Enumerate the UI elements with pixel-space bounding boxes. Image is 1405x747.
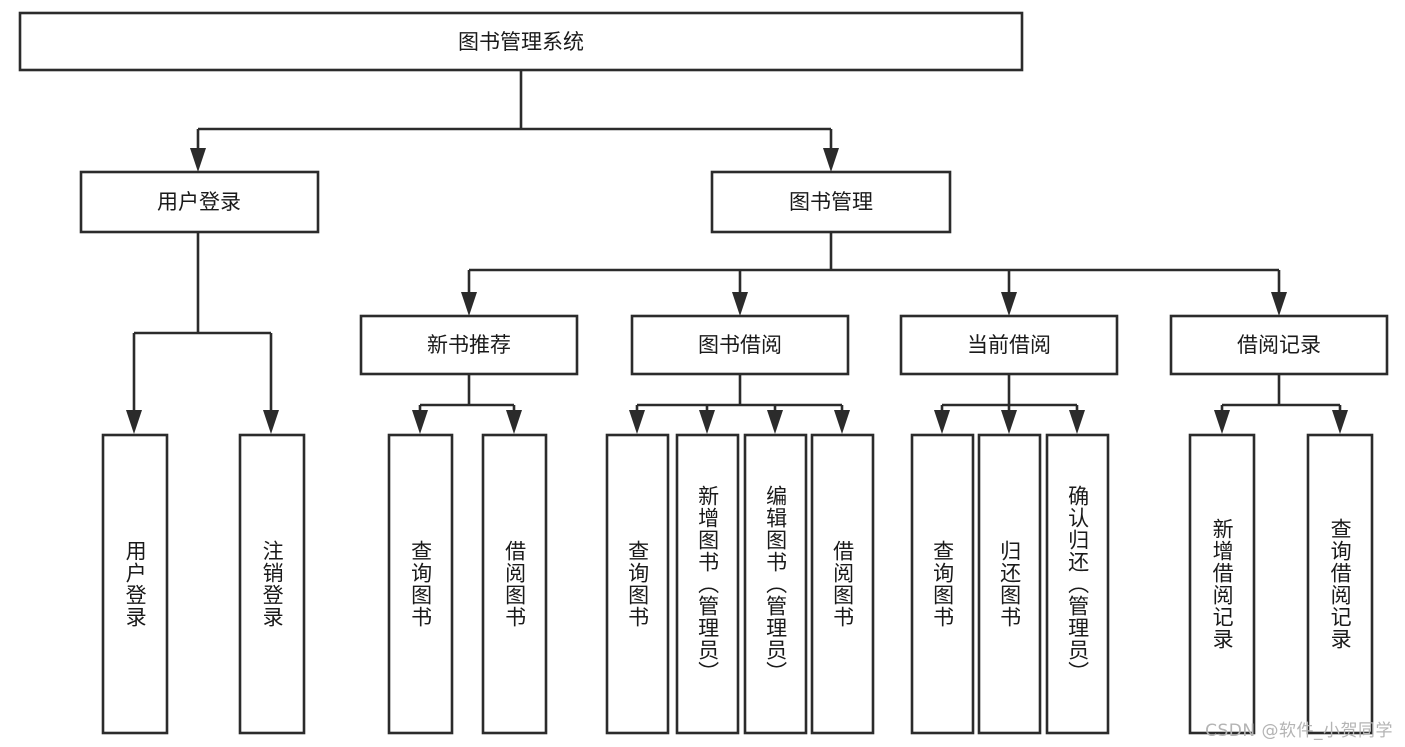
node-root-label: 图书管理系统: [458, 30, 584, 54]
connector-bookborrow-to-leaves: [629, 374, 850, 434]
leaf-box-query-book-2[interactable]: [605, 433, 670, 735]
leaf-box-add-record[interactable]: [1188, 433, 1256, 735]
leaf-box-borrow-book-2[interactable]: [810, 433, 875, 735]
node-book-borrow-label: 图书借阅: [698, 333, 782, 357]
leaf-box-edit-book[interactable]: [743, 433, 808, 735]
connector-bookmanage-to-level2: [461, 232, 1287, 316]
connector-userlogin-to-leaves: [126, 232, 279, 434]
leaf-boxes: [101, 433, 1374, 735]
node-current-borrow-label: 当前借阅: [967, 333, 1051, 357]
leaf-box-query-record[interactable]: [1306, 433, 1374, 735]
leaf-box-return-book[interactable]: [977, 433, 1042, 735]
leaf-box-user-logout[interactable]: [238, 433, 306, 735]
node-root[interactable]: 图书管理系统: [18, 11, 1024, 72]
node-user-login-label: 用户登录: [157, 190, 241, 214]
connector-borrowrecord-to-leaves: [1214, 374, 1348, 434]
node-new-book-recommend-label: 新书推荐: [427, 333, 511, 357]
leaf-box-query-book-3[interactable]: [910, 433, 975, 735]
node-current-borrow[interactable]: 当前借阅: [899, 314, 1119, 376]
leaf-box-user-login[interactable]: [101, 433, 169, 735]
csdn-watermark: CSDN @软件_小贺同学: [1205, 721, 1393, 741]
leaf-box-add-book[interactable]: [675, 433, 740, 735]
node-new-book-recommend[interactable]: 新书推荐: [359, 314, 579, 376]
leaf-box-confirm-return[interactable]: [1045, 433, 1110, 735]
connector-root-to-level1: [190, 70, 839, 172]
node-user-login[interactable]: 用户登录: [79, 170, 320, 234]
node-book-borrow[interactable]: 图书借阅: [630, 314, 850, 376]
node-book-manage[interactable]: 图书管理: [710, 170, 952, 234]
connector-newbook-to-leaves: [412, 374, 522, 434]
leaf-box-borrow-book-1[interactable]: [481, 433, 548, 735]
connector-currentborrow-to-leaves: [934, 374, 1085, 434]
node-book-manage-label: 图书管理: [789, 190, 873, 214]
node-borrow-record-label: 借阅记录: [1237, 333, 1321, 357]
leaf-box-query-book-1[interactable]: [387, 433, 454, 735]
node-borrow-record[interactable]: 借阅记录: [1169, 314, 1389, 376]
